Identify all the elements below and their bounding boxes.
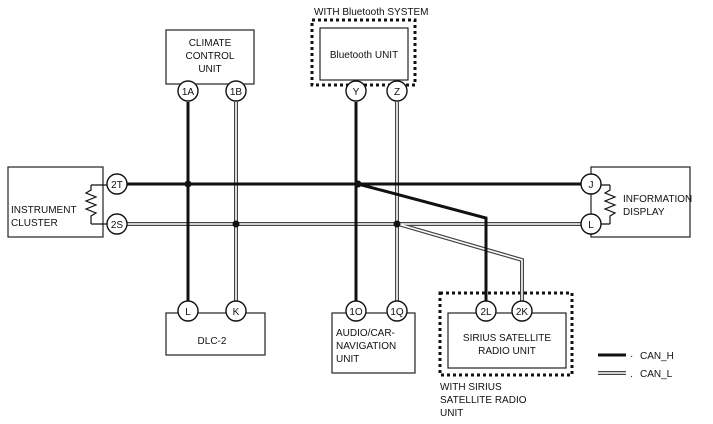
pin-1a-label: 1A [182,87,195,98]
pin-1o-label: 1O [349,307,363,318]
pin-k [225,300,247,322]
sirius-group-label-2: SATELLITE RADIO [440,395,527,406]
dlc2-label: DLC-2 [198,336,227,347]
pin-l-info [580,213,602,235]
pin-y [345,80,367,102]
pin-z [386,80,408,102]
instrument-label-2: CLUSTER [11,218,58,229]
sirius-label-2: RADIO UNIT [478,346,536,357]
info-display-label-1: INFORMATION [623,194,692,205]
sirius-group-label-1: WITH SIRIUS [440,382,502,393]
junction-node-can-h-center [354,180,362,188]
audio-label-1: AUDIO/CAR- [336,328,395,339]
bluetooth-unit-box [319,27,409,81]
pin-l-dlc [177,300,199,322]
climate-unit-label-3: UNIT [198,64,221,75]
pin-2s [106,213,128,235]
bluetooth-unit-label: Bluetooth UNIT [330,50,398,61]
instrument-label-1: INSTRUMENT [11,205,77,216]
audio-label-2: NAVIGATION [336,341,396,352]
legend-can-l-label: CAN_L [640,369,673,380]
pin-j-label: J [589,180,594,191]
pin-1o [345,300,367,322]
pin-l-dlc-label: L [185,307,191,318]
bluetooth-group-label: WITH Bluetooth SYSTEM [314,7,428,18]
pin-k-label: K [233,307,240,318]
sirius-option-frame [438,291,574,377]
pin-2t [106,173,128,195]
pin-2k-label: 2K [516,307,529,318]
pin-1b-label: 1B [230,87,243,98]
legend-can-h-label: CAN_H [640,351,674,362]
sirius-label-1: SIRIUS SATELLITE [463,333,552,344]
pin-1a [177,80,199,102]
audio-navigation-unit-box [331,312,416,374]
legend-can-h-marker: · [630,351,633,362]
climate-unit-label-2: CONTROL [186,51,235,62]
can-h-wires [127,102,581,302]
pin-2k [511,300,533,322]
pin-2s-label: 2S [111,220,124,231]
pin-1b [225,80,247,102]
pin-1q-label: 1Q [390,307,404,318]
junction-node-can-l-climate [232,220,240,228]
legend-can-l-marker: . [630,369,633,380]
pin-y-label: Y [353,87,360,98]
pin-2l-label: 2L [480,307,492,318]
climate-unit-label-1: CLIMATE [189,38,232,49]
pin-2l [475,300,497,322]
dlc2-box [165,312,266,356]
pin-j [580,173,602,195]
pin-z-label: Z [394,87,400,98]
audio-label-3: UNIT [336,354,359,365]
climate-control-unit-box [165,29,255,85]
sirius-group-label-3: UNIT [440,408,463,419]
pin-l-info-label: L [588,220,594,231]
sirius-radio-unit-box [447,312,567,369]
junction-node-can-h-climate [184,180,192,188]
info-display-label-2: DISPLAY [623,207,665,218]
junction-node-can-l-center [393,220,401,228]
can-l-wires [127,102,581,302]
pin-2t-label: 2T [111,180,123,191]
pin-1q [386,300,408,322]
